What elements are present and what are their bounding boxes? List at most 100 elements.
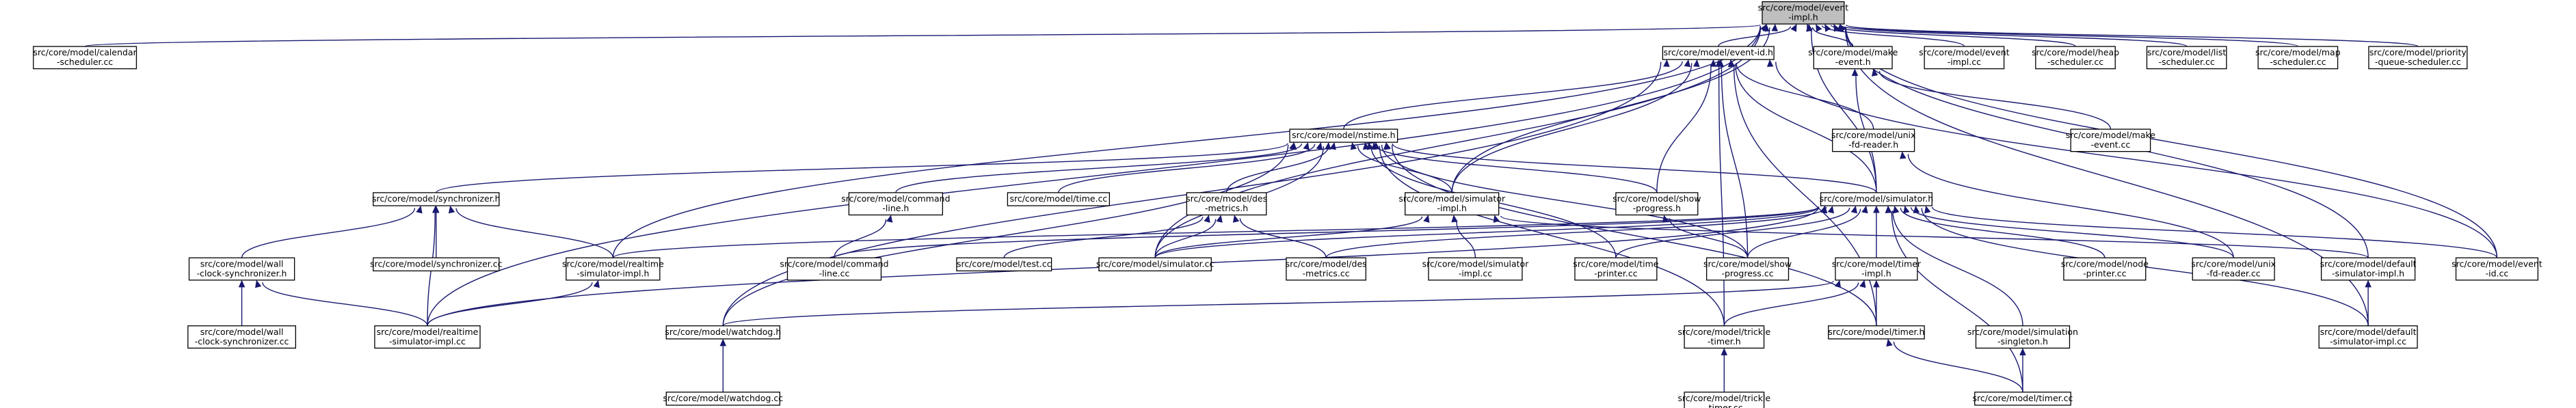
node-label-line: src/core/model/wall: [200, 327, 284, 337]
arrow-head: [1423, 215, 1430, 223]
edge-line: [427, 282, 593, 326]
node-show-progress-cc[interactable]: src/core/model/show-progress.cc: [1703, 257, 1792, 281]
edge-line: [1910, 207, 2234, 258]
edge-simulator-h-to-event-id-h: [1728, 59, 1877, 193]
edge-line: [1907, 154, 2234, 258]
edge-line: [1775, 62, 2498, 258]
node-label-line: src/core/model/default: [2320, 258, 2417, 269]
arrow-head: [593, 280, 600, 288]
node-priority-queue-scheduler-cc[interactable]: src/core/model/priority-queue-scheduler.…: [2368, 46, 2468, 70]
node-make-event-cc[interactable]: src/core/model/make-event.cc: [2066, 128, 2156, 152]
node-calendar-scheduler-cc[interactable]: src/core/model/calendar-scheduler.cc: [33, 46, 137, 70]
node-label-line: -event.h: [1835, 57, 1871, 67]
node-timer-h[interactable]: src/core/model/timer.h: [1828, 325, 1925, 340]
node-box: [2035, 46, 2116, 70]
node-label-line: src/core/model/event: [1758, 2, 1849, 12]
node-watchdog-h[interactable]: src/core/model/watchdog.h: [665, 325, 781, 340]
node-wall-clock-synchronizer-cc[interactable]: src/core/model/wall-clock-synchronizer.c…: [187, 325, 296, 349]
node-label-line: src/core/model/map: [2255, 47, 2341, 57]
node-box: [1762, 1, 1845, 25]
node-trickle-timer-h[interactable]: src/core/model/trickle-timer.h: [1677, 325, 1770, 349]
edge-default-simulator-impl-cc-to-event-impl-h: [1837, 23, 2369, 326]
node-node-printer-cc[interactable]: src/core/model/node-printer.cc: [2061, 257, 2149, 281]
node-box: [1684, 392, 1765, 408]
edge-line: [1846, 24, 2419, 47]
arrow-head: [1837, 23, 1844, 31]
node-box: [665, 392, 781, 406]
node-label-line: -scheduler.cc: [57, 57, 113, 67]
node-unix-fd-reader-cc[interactable]: src/core/model/unix-fd-reader.cc: [2191, 257, 2276, 281]
edge-line: [612, 206, 1820, 258]
node-label-line: src/core/model/calendar: [34, 47, 137, 57]
edge-line: [84, 24, 1761, 47]
edge-line: [1343, 61, 1683, 130]
node-simulator-cc[interactable]: src/core/model/simulator.cc: [1096, 257, 1214, 272]
edge-simulator-impl-h-to-event-id-h: [1451, 59, 1700, 193]
node-time-cc[interactable]: src/core/model/time.cc: [1007, 192, 1111, 206]
arrow-head: [1717, 59, 1725, 67]
node-simulator-impl-cc[interactable]: src/core/model/simulator-impl.cc: [1422, 257, 1530, 281]
node-des-metrics-h[interactable]: src/core/model/des-metrics.h: [1186, 192, 1267, 216]
node-unix-fd-reader-h[interactable]: src/core/model/unix-fd-reader.h: [1831, 128, 1916, 152]
node-realtime-simulator-impl-cc[interactable]: src/core/model/realtime-simulator-impl.c…: [374, 325, 481, 349]
edge-line: [1718, 26, 1792, 47]
node-default-simulator-impl-h[interactable]: src/core/model/default-simulator-impl.h: [2320, 257, 2417, 281]
node-trickle-timer-cc[interactable]: src/core/model/trickle-timer.cc: [1677, 392, 1770, 408]
node-heap-scheduler-cc[interactable]: src/core/model/heap-scheduler.cc: [2032, 46, 2119, 70]
node-map-scheduler-cc[interactable]: src/core/model/map-scheduler.cc: [2255, 46, 2341, 70]
node-realtime-simulator-impl-h[interactable]: src/core/model/realtime-simulator-impl.h: [562, 257, 664, 281]
node-label-line: src/core/model/timer.h: [1828, 327, 1924, 337]
arrow-head: [1824, 24, 1831, 32]
edge-timer-cc-to-timer-h: [1886, 338, 2023, 392]
arrow-head: [2365, 280, 2372, 288]
node-box: [2257, 46, 2339, 70]
node-event-id-cc[interactable]: src/core/model/event-id.cc: [2452, 257, 2542, 281]
arrow-head: [1710, 59, 1717, 67]
node-box: [1924, 46, 2005, 70]
node-test-cc[interactable]: src/core/model/test.cc: [956, 257, 1052, 272]
edge-event-id-cc-to-event-id-h: [1766, 59, 2498, 258]
node-command-line-cc[interactable]: src/core/model/command-line.cc: [780, 257, 889, 281]
node-simulator-h[interactable]: src/core/model/simulator.h: [1820, 192, 1934, 206]
node-event-id-h[interactable]: src/core/model/event-id.h: [1662, 46, 1775, 60]
node-command-line-h[interactable]: src/core/model/command-line.h: [841, 192, 951, 216]
node-synchronizer-h[interactable]: src/core/model/synchronizer.h: [372, 192, 501, 206]
node-timer-impl-h[interactable]: src/core/model/timer-impl.h: [1832, 257, 1922, 281]
edge-unix-fd-reader-cc-to-unix-fd-reader-h: [1900, 151, 2234, 258]
node-simulation-singleton-h[interactable]: src/core/model/simulation-singleton.h: [1967, 325, 2078, 349]
node-timer-cc[interactable]: src/core/model/timer.cc: [1973, 392, 2073, 406]
node-label-line: -timer.h: [1708, 336, 1741, 346]
arrow-head: [1851, 68, 1859, 77]
arrow-head: [2019, 348, 2026, 355]
arrow-head: [1232, 215, 1240, 223]
node-watchdog-cc[interactable]: src/core/model/watchdog.cc: [663, 392, 783, 406]
arrow-head: [1727, 59, 1735, 67]
node-wall-clock-synchronizer-h[interactable]: src/core/model/wall-clock-synchronizer.h: [188, 257, 295, 281]
arrow-head: [1816, 24, 1822, 32]
edge-watchdog-h-to-nstime-h: [722, 141, 1297, 326]
edge-event-id-cc-to-simulator-h: [1924, 205, 2498, 258]
node-des-metrics-cc[interactable]: src/core/model/des-metrics.cc: [1286, 257, 1367, 281]
node-event-impl-cc[interactable]: src/core/model/event-impl.cc: [1919, 46, 2010, 70]
edge-timer-cc-to-simulator-h: [1885, 205, 2023, 392]
node-box: [1289, 128, 1398, 143]
node-synchronizer-cc[interactable]: src/core/model/synchronizer.cc: [370, 257, 503, 272]
node-make-event-h[interactable]: src/core/model/make-event.h: [1808, 46, 1898, 70]
node-time-printer-cc[interactable]: src/core/model/time-printer.cc: [1573, 257, 1659, 281]
node-simulator-impl-h[interactable]: src/core/model/simulator-impl.h: [1398, 192, 1506, 216]
node-show-progress-h[interactable]: src/core/model/show-progress.h: [1612, 192, 1701, 216]
node-list-scheduler-cc[interactable]: src/core/model/list-scheduler.cc: [2146, 46, 2227, 70]
node-label-line: -simulator-impl.cc: [389, 336, 466, 346]
node-box: [2192, 257, 2275, 281]
arrow-head: [1893, 205, 1900, 214]
arrow-head: [1903, 205, 1910, 214]
node-default-simulator-impl-cc[interactable]: src/core/model/default-simulator-impl.cc: [2318, 325, 2418, 349]
arrow-head: [1873, 205, 1880, 213]
edge-command-line-cc-to-command-line-h: [834, 215, 893, 258]
node-box: [373, 257, 500, 272]
node-label-line: src/core/model/list: [2147, 47, 2226, 57]
node-nstime-h[interactable]: src/core/model/nstime.h: [1289, 128, 1398, 143]
node-box: [1186, 192, 1267, 216]
node-box: [2368, 46, 2468, 70]
edge-line: [1154, 27, 1762, 258]
